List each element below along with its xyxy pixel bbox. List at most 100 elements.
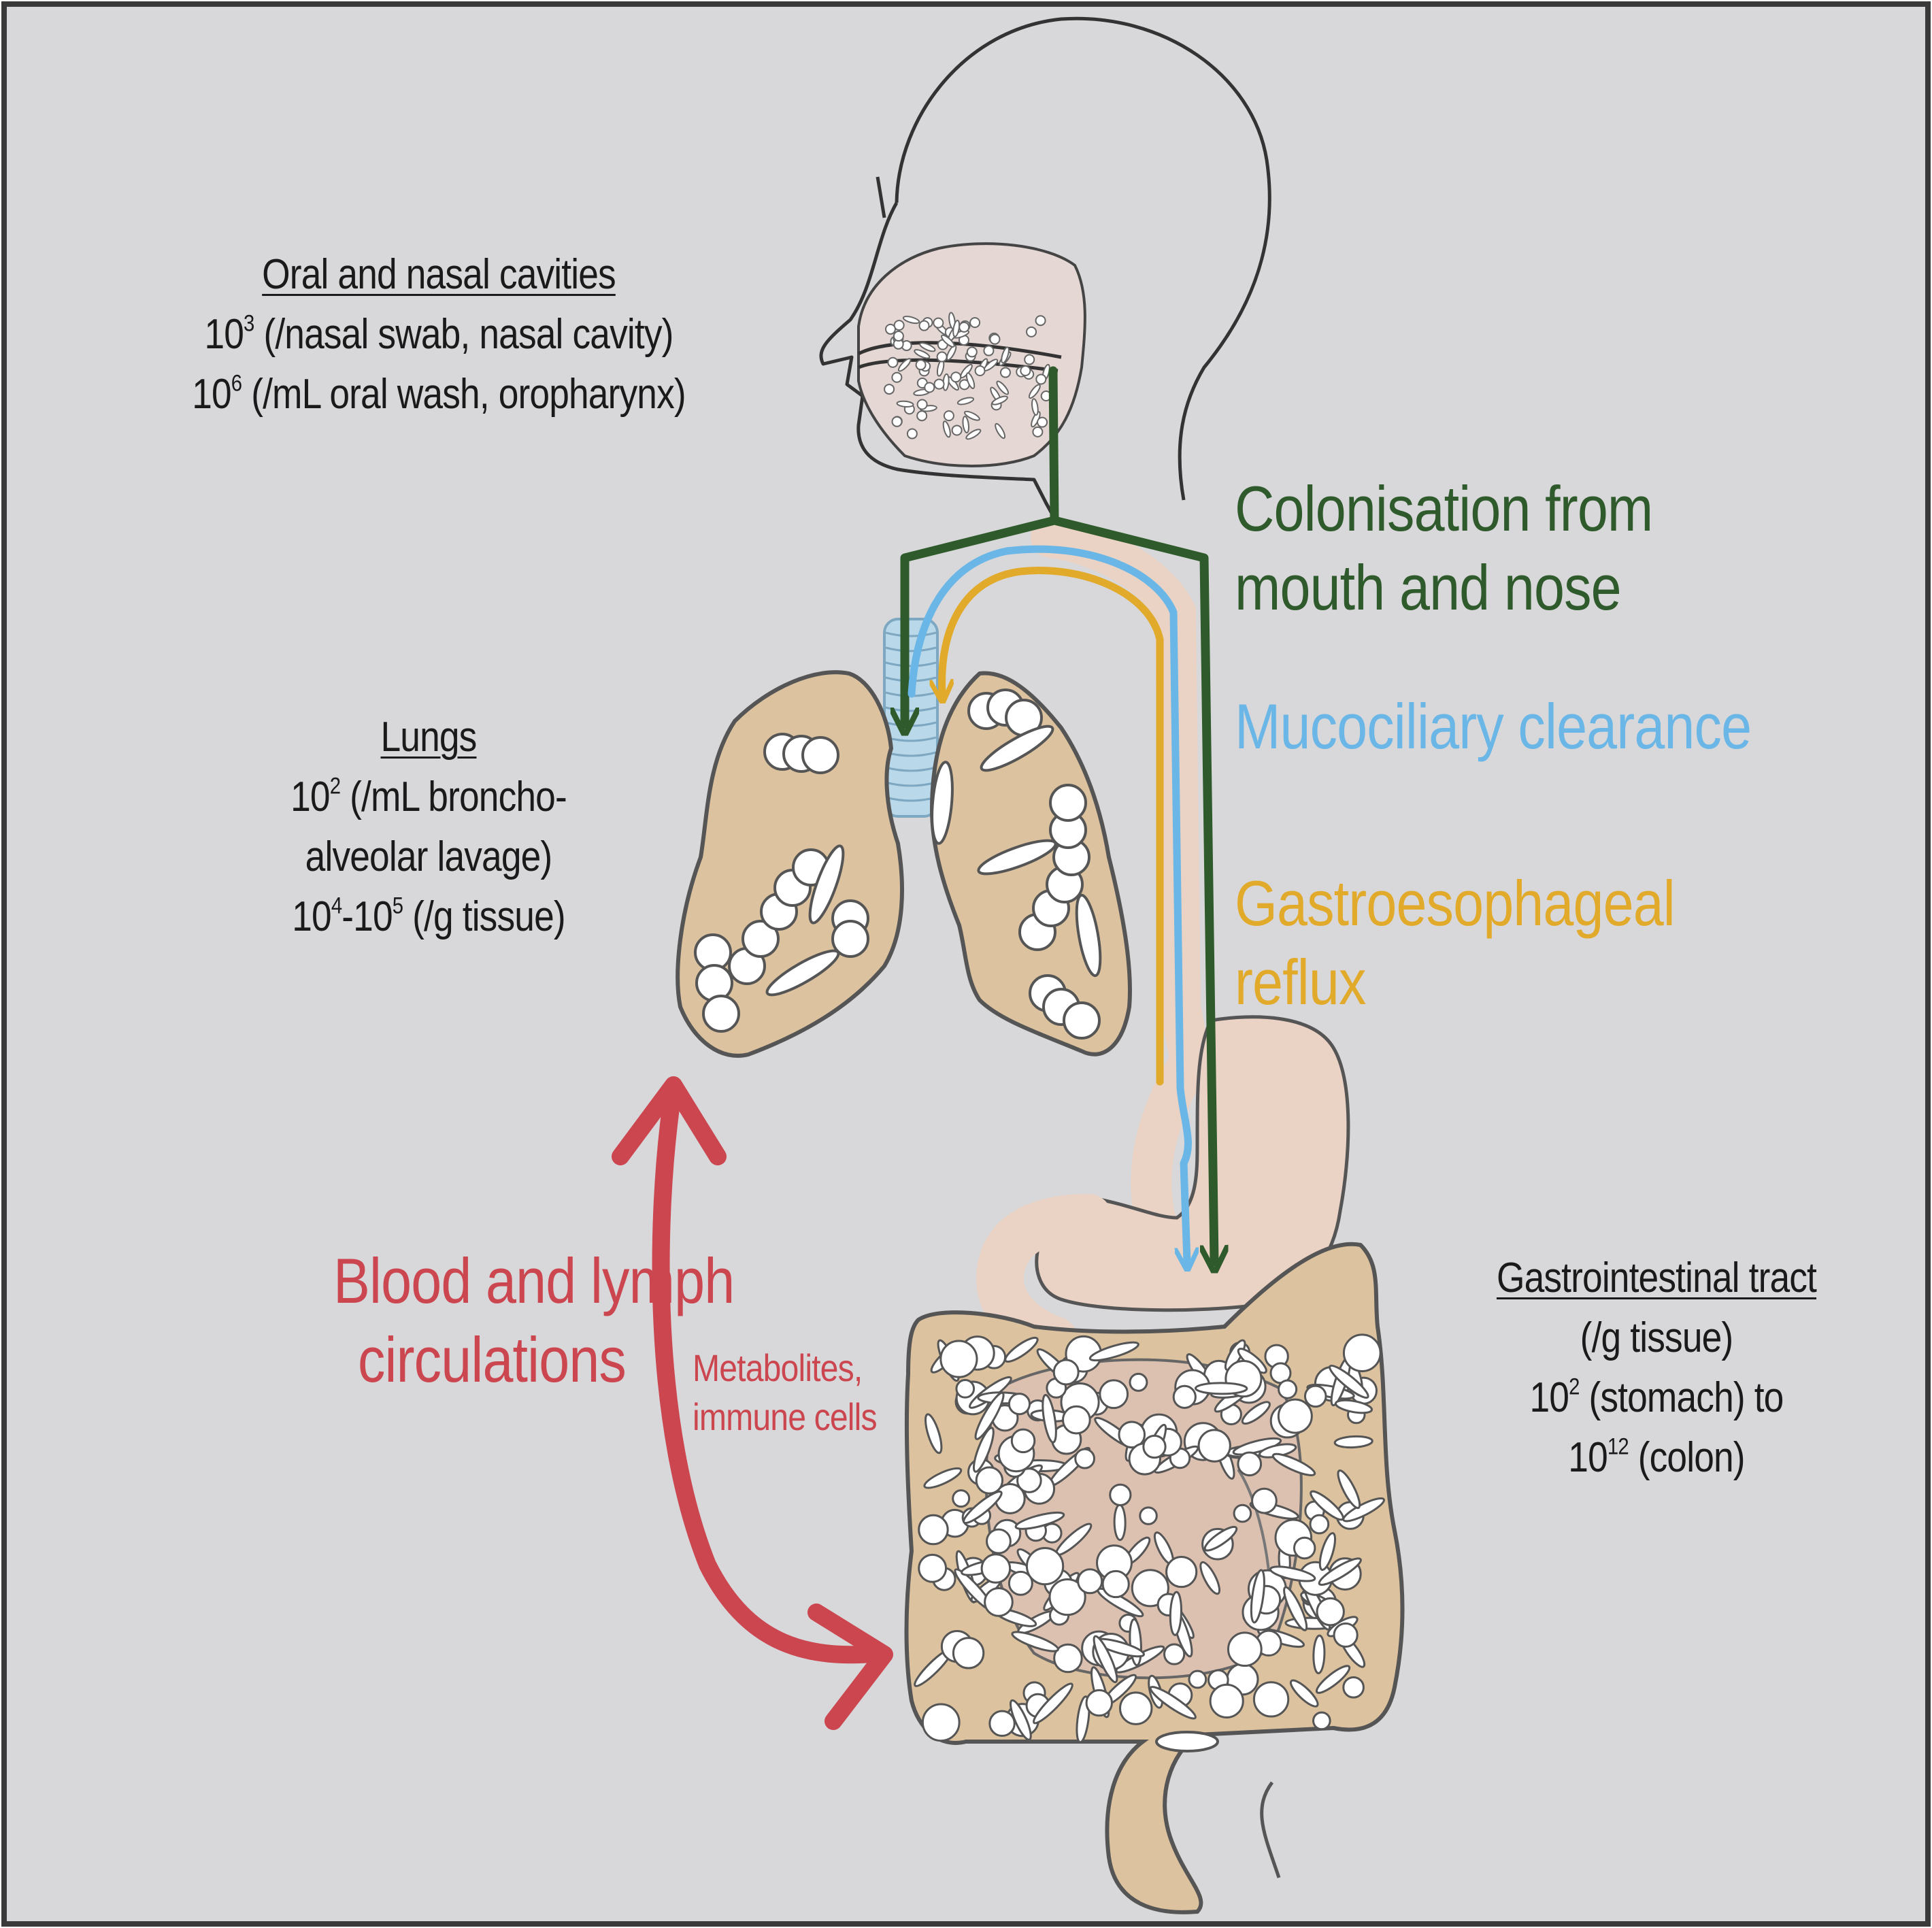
gut-bacterium-rod — [1318, 1532, 1337, 1571]
gut-bacterium-coccus — [1172, 1384, 1197, 1409]
lungs-bal-cont: alveolar lavage) — [305, 833, 553, 880]
lungs-count-bal: 102 (/mL broncho- — [290, 773, 567, 820]
oral-bacterium — [965, 429, 982, 440]
gut-bacterium-rod — [1004, 1336, 1039, 1363]
oral-bacterium — [936, 351, 948, 363]
oral-bacterium — [983, 359, 999, 371]
oral-title: Oral and nasal cavities — [262, 251, 616, 298]
gut-bacterium-coccus — [1293, 1536, 1316, 1560]
gut-bacterium-coccus — [1227, 1631, 1263, 1667]
oral-bacterium — [1037, 416, 1048, 428]
lung-bacterium-coccus — [1063, 1001, 1101, 1040]
metabolites-label: Metabolites, immune cells — [693, 1346, 878, 1438]
gut-bacterium-coccus — [1342, 1676, 1365, 1699]
gut-bacterium-rod — [963, 1491, 1003, 1525]
oral-bacterium — [951, 425, 963, 436]
oral-bacterium — [995, 422, 1006, 439]
lung-bacterium-coccus — [742, 920, 780, 958]
oral-bacterium — [924, 382, 935, 393]
lungs-title: Lungs — [380, 714, 478, 761]
gut-bacterium-coccus — [952, 1489, 971, 1508]
lung-bacterium-coccus — [702, 995, 740, 1033]
oral-bacterium — [916, 399, 928, 410]
oral-bacterium — [1032, 426, 1044, 437]
gut-bacterium-coccus — [1053, 1643, 1083, 1674]
oral-bacterium — [956, 397, 975, 405]
gut-bacterium-rod — [1093, 1635, 1118, 1684]
lung-bacterium-rod — [977, 839, 1057, 876]
lung-bacterium-rod — [808, 844, 845, 925]
gut-bacterium-coccus — [975, 1466, 1004, 1495]
lung-bacterium-coccus — [831, 920, 869, 958]
oral-bacterium — [1028, 384, 1041, 399]
lungs — [676, 670, 1132, 1058]
gut-bacterium-coccus — [1010, 1428, 1036, 1454]
gut-bacterium-coccus — [918, 1514, 949, 1546]
oral-bacterium — [1035, 373, 1047, 385]
oral-bacterium — [884, 384, 895, 395]
oral-bacterium — [950, 371, 962, 383]
oral-count-oropharynx: 106 (/mL oral wash, oropharynx) — [192, 370, 686, 418]
gut-bacterium-coccus — [1007, 1393, 1031, 1416]
gut-bacterium-rod — [1149, 1686, 1197, 1720]
gut-bacterium-rod — [1318, 1557, 1362, 1586]
gut-bacterium-coccus — [1209, 1683, 1244, 1719]
gut-bacterium-coccus — [952, 1637, 985, 1669]
oral-bacterium — [933, 317, 944, 329]
trachea — [883, 618, 939, 818]
oral-bacterium — [946, 344, 957, 361]
gut-bacterium-coccus — [1312, 1711, 1331, 1731]
gut-bacterium-coccus — [1333, 1622, 1359, 1648]
gut-bacterium-rod — [1232, 1437, 1282, 1456]
oral-bacterium — [918, 320, 930, 331]
trachea-ring — [885, 766, 937, 772]
gut-bacterium-coccus — [1099, 1379, 1129, 1410]
colonisation-pathway — [905, 366, 1214, 1262]
gut-bacterium-rod — [1113, 1503, 1127, 1542]
stomach — [1035, 1015, 1350, 1312]
gut-bacterium-rod — [925, 1413, 943, 1455]
oral-bacterium — [941, 334, 955, 348]
oral-bacterium — [952, 319, 961, 337]
gut-bacterium-rod — [1289, 1679, 1319, 1708]
gut-bacterium-rod — [974, 1391, 1005, 1440]
gut-bacterium-rod — [1199, 1561, 1221, 1595]
lung-bacterium-rod — [1075, 893, 1102, 978]
circulation-arrow[interactable] — [612, 1076, 893, 1730]
gut-bacterium-coccus — [1251, 1487, 1278, 1514]
gut-bacterium-rod — [1042, 1393, 1057, 1444]
oral-bacterium — [989, 333, 1001, 345]
gut-bacterium-coccus — [1142, 1434, 1167, 1459]
gut-bacterium-coccus — [1316, 1597, 1345, 1627]
gut-bacterium-coccus — [1052, 1359, 1080, 1386]
oral-bacterium — [943, 410, 954, 422]
stomach-bacteria — [1155, 1731, 1219, 1752]
gut-bacterium-coccus — [1129, 1372, 1148, 1392]
colonisation-label: Colonisation from mouth and nose — [1235, 473, 1653, 623]
reflux-label: Gastroesophageal reflux — [1235, 867, 1676, 1018]
circulation-label: Blood and lymph circulations — [333, 1245, 735, 1395]
gut-bacterium-coccus — [1077, 1568, 1103, 1595]
trachea-ring — [885, 631, 937, 637]
gut-bacterium-coccus — [1131, 1569, 1169, 1608]
oral-bacterium — [891, 371, 903, 383]
oral-bacterium — [1026, 326, 1037, 337]
gut-bacterium-rod — [1088, 1341, 1139, 1362]
lung-bacterium-coccus — [1049, 784, 1087, 822]
lungs-count-tissue: 104-105 (/g tissue) — [292, 893, 565, 940]
oral-bacterium — [1020, 365, 1031, 377]
mucociliary-pathway — [907, 545, 1188, 1262]
gut-bacterium-coccus — [1237, 1451, 1263, 1477]
lung-bacterium-coccus — [695, 964, 733, 1002]
gut-bacterium-coccus — [918, 1553, 948, 1583]
gut-bacterium-rod — [1250, 1569, 1265, 1624]
gi-count-stomach: 102 (stomach) to — [1529, 1374, 1784, 1421]
reflux-pathway — [942, 567, 1164, 1086]
gut-bacterium-coccus — [1016, 1467, 1042, 1493]
gut-bacterium-coccus — [1278, 1379, 1298, 1399]
gut-bacterium-rod — [1337, 1469, 1361, 1510]
gut-bacterium-coccus — [1109, 1483, 1132, 1507]
gut-bacterium-rod — [1312, 1634, 1326, 1674]
oral-bacterium — [1035, 315, 1046, 327]
